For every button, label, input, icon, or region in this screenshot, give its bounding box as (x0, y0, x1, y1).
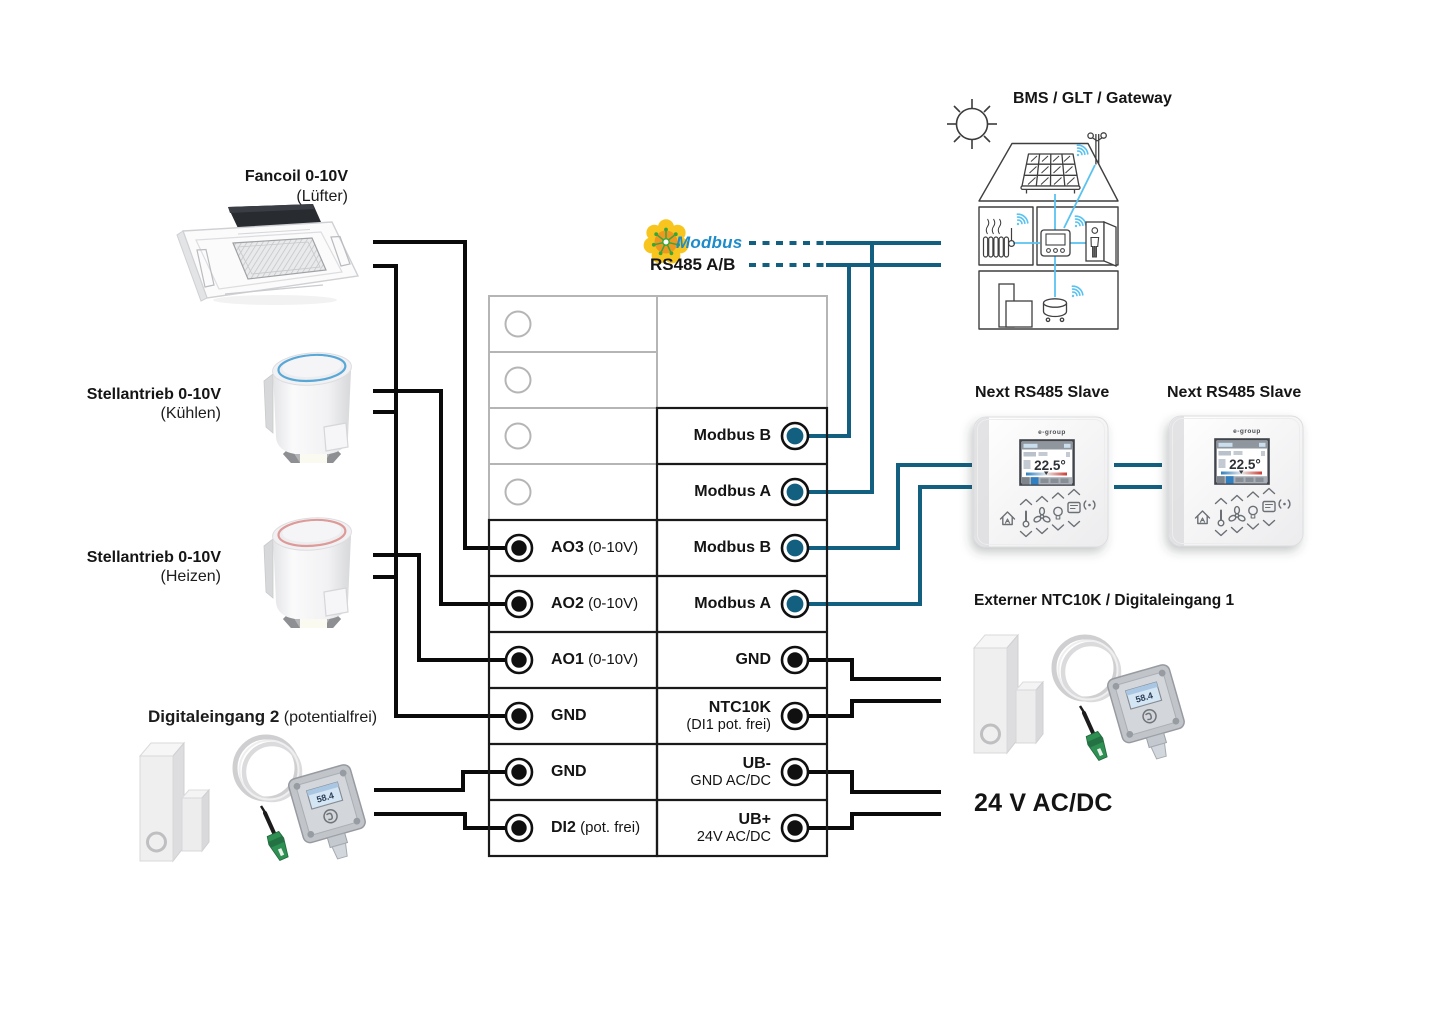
row-label-ub-plus: UB+24V AC/DC (696, 810, 771, 845)
terminal-block (487, 295, 829, 858)
row-label-ntc10k: NTC10K(DI1 pot. frei) (686, 698, 771, 733)
row-label-gnd2: GND (551, 763, 587, 780)
terminal-modbus-b1 (780, 421, 810, 451)
wire-ub-minus (795, 770, 941, 794)
wire-di2-b (374, 812, 519, 830)
terminal-ub-plus (780, 813, 810, 843)
terminal-ub-minus (780, 757, 810, 787)
wire-ub-plus (795, 812, 941, 830)
row-label-modbus-a1: Modbus A (694, 483, 771, 500)
row-label-modbus-b1: Modbus B (693, 427, 771, 444)
spare-terminal (504, 310, 532, 338)
sun-icon (947, 99, 997, 149)
slave2-label: Next RS485 Slave (1167, 384, 1302, 401)
row-label-gnd1: GND (551, 707, 587, 724)
thermostat-slave2-image (1169, 416, 1303, 546)
terminal-di2 (504, 813, 534, 843)
radiator-icon (982, 218, 1015, 258)
row-label-di2: DI2 (pot. frei) (551, 819, 641, 836)
modbus-logo-icon (643, 219, 689, 264)
row-label-ao2: AO2 (0-10V) (551, 595, 639, 612)
bms-label: BMS / GLT / Gateway (1013, 90, 1172, 107)
wire-di2-a (374, 770, 519, 792)
modbus-wires (749, 241, 1162, 606)
terminal-gnd-left1 (504, 701, 534, 731)
wire-fancoil-signal (373, 240, 519, 550)
row-label-ao3: AO3 (0-10V) (551, 539, 639, 556)
wire-ntc-right (795, 699, 941, 718)
terminal-ao2 (504, 589, 534, 619)
solar-panel-icon (1020, 153, 1081, 194)
wire-cool-signal (373, 389, 519, 606)
boiler-icon (998, 283, 1033, 328)
door-person-icon (1085, 221, 1117, 267)
fancoil-label: Fancoil 0-10V (244, 168, 348, 185)
house-thermostat-icon (1040, 229, 1071, 257)
row-label-ao1: AO1 (0-10V) (551, 651, 639, 668)
slave1-label: Next RS485 Slave (975, 384, 1110, 401)
wire-modbusB-slave (795, 463, 972, 550)
spare-terminal (504, 422, 532, 450)
actuator-heating-sublabel: (Heizen) (160, 568, 221, 585)
digital-input2-image (138, 737, 373, 866)
ntc-sensor-image (972, 633, 1192, 766)
bms-illustration (947, 99, 1119, 330)
fancoil-image (176, 204, 360, 305)
modbus-logo-text: Modbus (676, 233, 743, 252)
terminal-ao3 (504, 533, 534, 563)
spare-terminal (504, 366, 532, 394)
wire-modbusB-up (795, 265, 851, 438)
power-label: 24 V AC/DC (974, 789, 1113, 817)
wire-gnd-right (795, 658, 941, 681)
actuator-heating-image (262, 514, 354, 630)
wire-modbusA-slave (795, 485, 972, 606)
terminal-modbus-a1 (780, 477, 810, 507)
terminal-gnd-left2 (504, 757, 534, 787)
pump-icon (1042, 298, 1068, 323)
row-label-modbus-a2: Modbus A (694, 595, 771, 612)
terminal-ntc10k (780, 701, 810, 731)
weather-mast-icon (1087, 132, 1107, 165)
actuator-cooling-label: Stellantrieb 0-10V (86, 386, 221, 403)
actuator-cooling-sublabel: (Kühlen) (160, 405, 221, 422)
wire-heat-signal (373, 553, 519, 662)
digital-input2-label: Digitaleingang 2 (potentialfrei) (148, 707, 378, 726)
actuator-heating-label: Stellantrieb 0-10V (86, 549, 221, 566)
spare-terminal (504, 478, 532, 506)
wire-modbusA-up (795, 243, 874, 494)
terminal-ao1 (504, 645, 534, 675)
terminal-gnd-right (780, 645, 810, 675)
row-label-gnd-right: GND (735, 651, 771, 668)
row-label-ub-minus: UB-GND AC/DC (690, 754, 771, 789)
analog-wires (373, 240, 941, 830)
thermostat-slave1-image (974, 417, 1108, 547)
fancoil-sublabel: (Lüfter) (296, 188, 348, 205)
actuator-cooling-image (262, 349, 354, 465)
row-label-modbus-b2: Modbus B (693, 539, 771, 556)
terminal-modbus-b2 (780, 533, 810, 563)
ntc-label: Externer NTC10K / Digitaleingang 1 (974, 592, 1235, 609)
terminal-modbus-a2 (780, 589, 810, 619)
wire-gnd-collector (373, 264, 519, 718)
rs485-label: RS485 A/B (650, 255, 736, 274)
